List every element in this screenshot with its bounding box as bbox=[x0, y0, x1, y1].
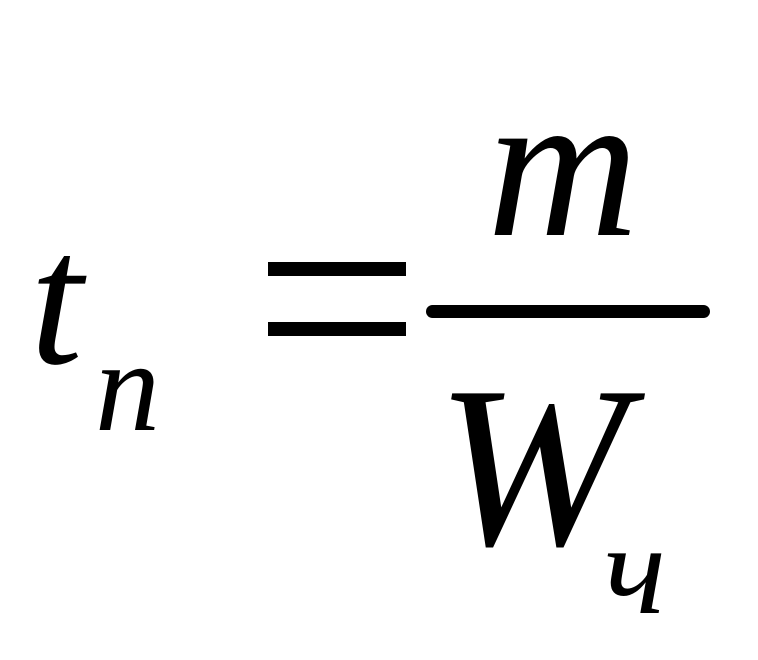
equals-bar-top bbox=[268, 262, 406, 276]
fraction-numerator: m bbox=[487, 49, 639, 281]
equals-bar-bottom bbox=[268, 322, 406, 336]
equals-sign bbox=[268, 262, 406, 338]
lhs-subscript: n bbox=[95, 315, 160, 459]
fraction-denominator: W bbox=[436, 339, 628, 594]
denominator-subscript: ч bbox=[604, 498, 667, 642]
lhs-variable: t bbox=[30, 195, 83, 405]
fraction-bar bbox=[426, 305, 710, 318]
